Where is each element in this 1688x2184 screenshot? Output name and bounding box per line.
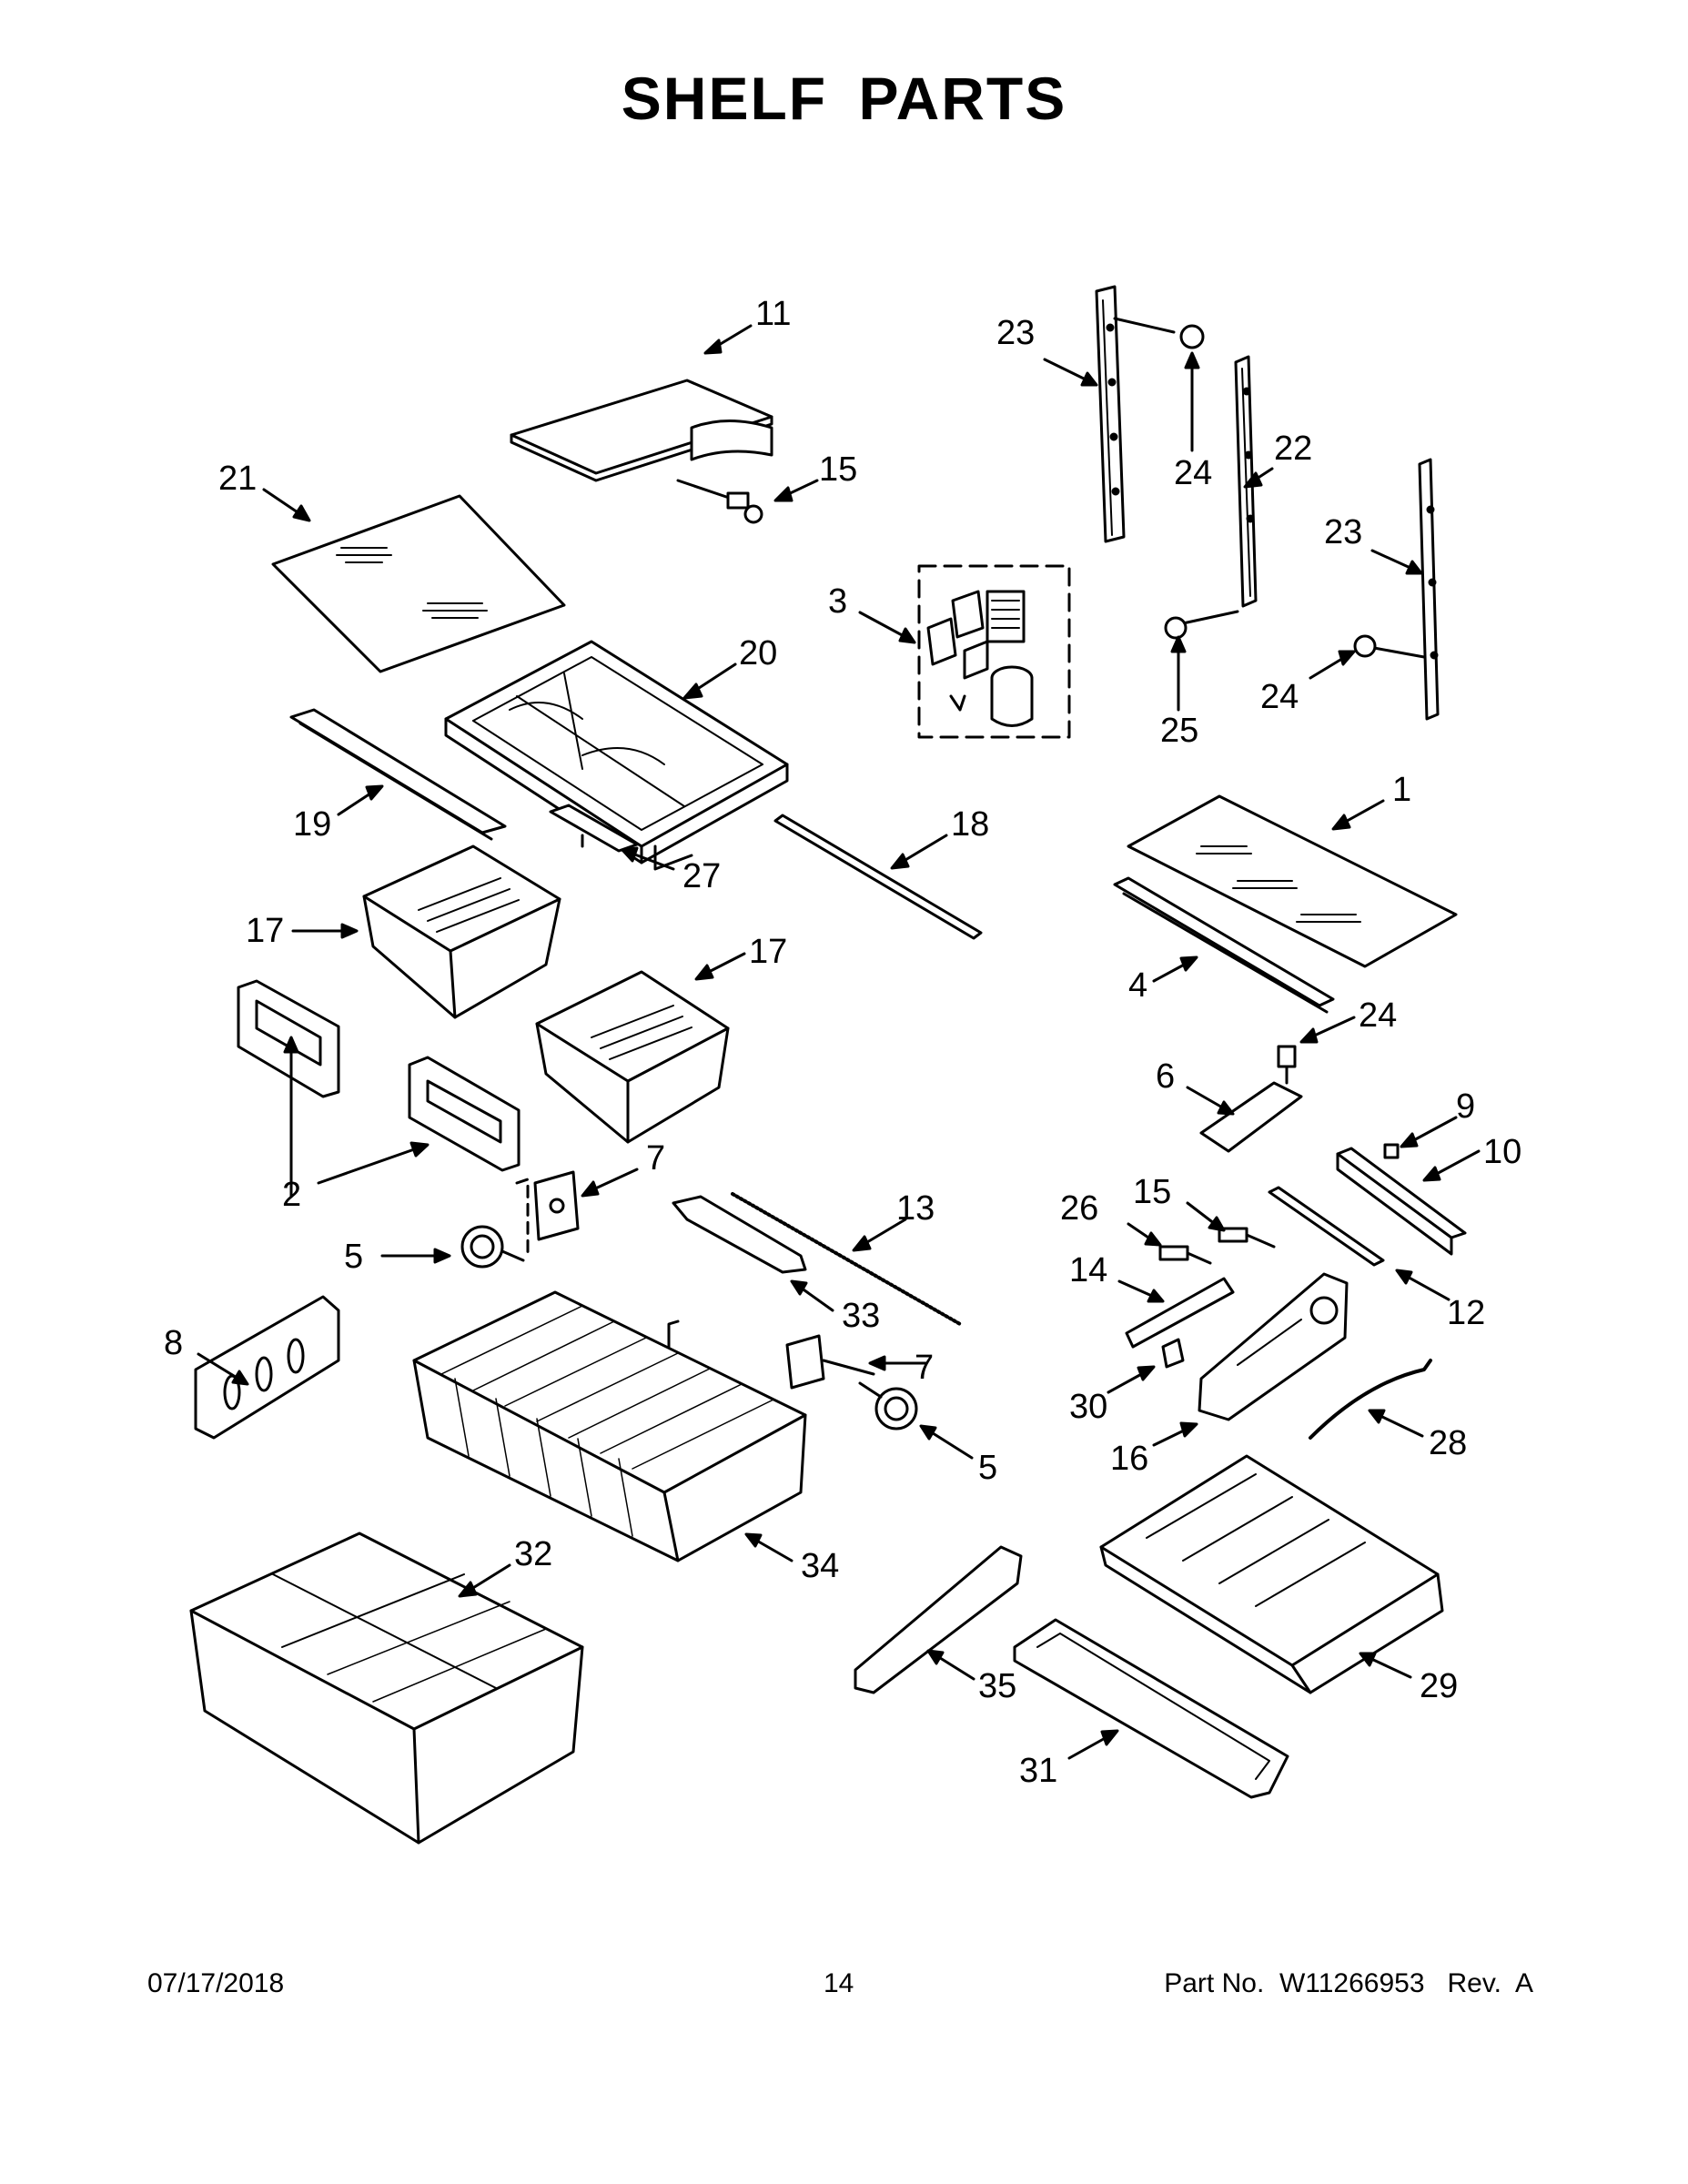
part-17-crisper-b (535, 970, 730, 1144)
callout-12: 12 (1447, 1294, 1485, 1332)
part-9-clip (1383, 1143, 1400, 1159)
footer-part-number: Part No. W11266953 Rev. A (1164, 1968, 1533, 1998)
footer-page-number: 14 (824, 1968, 854, 1998)
part-31-trim (1013, 1618, 1289, 1799)
callout-17: 17 (749, 933, 787, 971)
callout-24: 24 (1174, 454, 1212, 492)
part-29-tray (1099, 1454, 1444, 1694)
callout-34: 34 (801, 1547, 839, 1585)
callout-4: 4 (1128, 966, 1147, 1005)
callout-2: 2 (282, 1176, 301, 1214)
part-10-rail (1336, 1147, 1467, 1256)
callout-16: 16 (1110, 1440, 1148, 1478)
part-6-bracket (1199, 1045, 1303, 1153)
part-26-screw (1158, 1245, 1212, 1265)
callout-15: 15 (1133, 1173, 1171, 1211)
part-21-glass-shelf (271, 494, 566, 673)
callout-32: 32 (514, 1535, 552, 1573)
part-25-screw (1164, 610, 1239, 640)
callout-11: 11 (755, 295, 791, 333)
callout-5: 5 (344, 1238, 363, 1276)
part-34-wire-basket (412, 1290, 807, 1562)
part-22-rail (1234, 355, 1258, 608)
callout-5: 5 (978, 1449, 997, 1487)
callout-9: 9 (1456, 1087, 1475, 1126)
part-23-rail-left (1095, 285, 1126, 543)
callout-27: 27 (682, 857, 721, 895)
part-3-kit (917, 564, 1071, 739)
callout-25: 25 (1160, 712, 1198, 750)
callout-14: 14 (1069, 1251, 1107, 1289)
part-7-bracket-b (785, 1334, 875, 1390)
part-17-crisper-a (362, 844, 561, 1019)
callout-8: 8 (164, 1324, 183, 1362)
part-33-bracket (672, 1195, 807, 1274)
footer-date: 07/17/2018 (147, 1968, 285, 1998)
callout-30: 30 (1069, 1388, 1107, 1426)
callout-35: 35 (978, 1667, 1016, 1705)
part-12-rail (1268, 1186, 1385, 1267)
callout-26: 26 (1060, 1189, 1098, 1228)
callout-17: 17 (246, 912, 284, 950)
callout-23: 23 (1324, 513, 1362, 551)
part-24-screw-b (1353, 634, 1426, 659)
callout-20: 20 (739, 634, 777, 672)
callout-18: 18 (951, 805, 989, 844)
part-1-glass-shelf (1127, 794, 1458, 968)
callout-13: 13 (896, 1189, 935, 1228)
part-5-gear-a (460, 1225, 525, 1269)
callout-23: 23 (996, 314, 1035, 352)
part-16-bracket (1198, 1272, 1349, 1421)
part-11-shelf (510, 379, 773, 482)
callout-1: 1 (1392, 771, 1411, 809)
part-14-rail (1125, 1277, 1235, 1349)
callout-7: 7 (915, 1349, 934, 1387)
callout-15: 15 (819, 450, 857, 489)
part-28-wire (1309, 1359, 1432, 1440)
part-4-trim (1113, 876, 1335, 1014)
part-15-screw-b (1218, 1227, 1276, 1249)
part-24-screw-a (1113, 317, 1205, 349)
callout-19: 19 (293, 805, 331, 844)
part-2-handle-b (408, 1056, 521, 1172)
part-20-crisper-frame (444, 640, 789, 871)
part-5-gear-b (858, 1381, 918, 1431)
part-2-handle-a (237, 979, 340, 1098)
callout-7: 7 (646, 1139, 665, 1178)
part-13-rod (731, 1192, 962, 1326)
part-7-bracket-a (515, 1170, 580, 1258)
callout-24: 24 (1260, 678, 1299, 716)
callout-10: 10 (1483, 1133, 1521, 1171)
part-30-clip (1161, 1338, 1185, 1369)
callout-29: 29 (1420, 1667, 1458, 1705)
part-8-divider (194, 1295, 340, 1440)
callout-31: 31 (1019, 1752, 1057, 1790)
part-15-screw-top (676, 479, 763, 524)
part-18-rod (773, 814, 983, 940)
callout-21: 21 (218, 460, 257, 498)
part-27-bracket (549, 804, 639, 853)
callout-33: 33 (842, 1297, 880, 1335)
part-32-bin (189, 1532, 584, 1845)
callout-22: 22 (1274, 430, 1312, 468)
part-19-rail (289, 708, 507, 841)
page-title: SHELF PARTS (621, 65, 1067, 132)
part-35-bar (854, 1545, 1023, 1694)
callout-6: 6 (1156, 1057, 1175, 1096)
callout-24: 24 (1359, 996, 1397, 1035)
callout-labels: 11 15 21 20 3 23 24 22 23 25 24 19 27 18… (164, 295, 1521, 1790)
leader-lines (197, 324, 1481, 1760)
callout-28: 28 (1429, 1424, 1467, 1462)
part-23-rail-right (1418, 458, 1440, 721)
callout-3: 3 (828, 582, 847, 621)
